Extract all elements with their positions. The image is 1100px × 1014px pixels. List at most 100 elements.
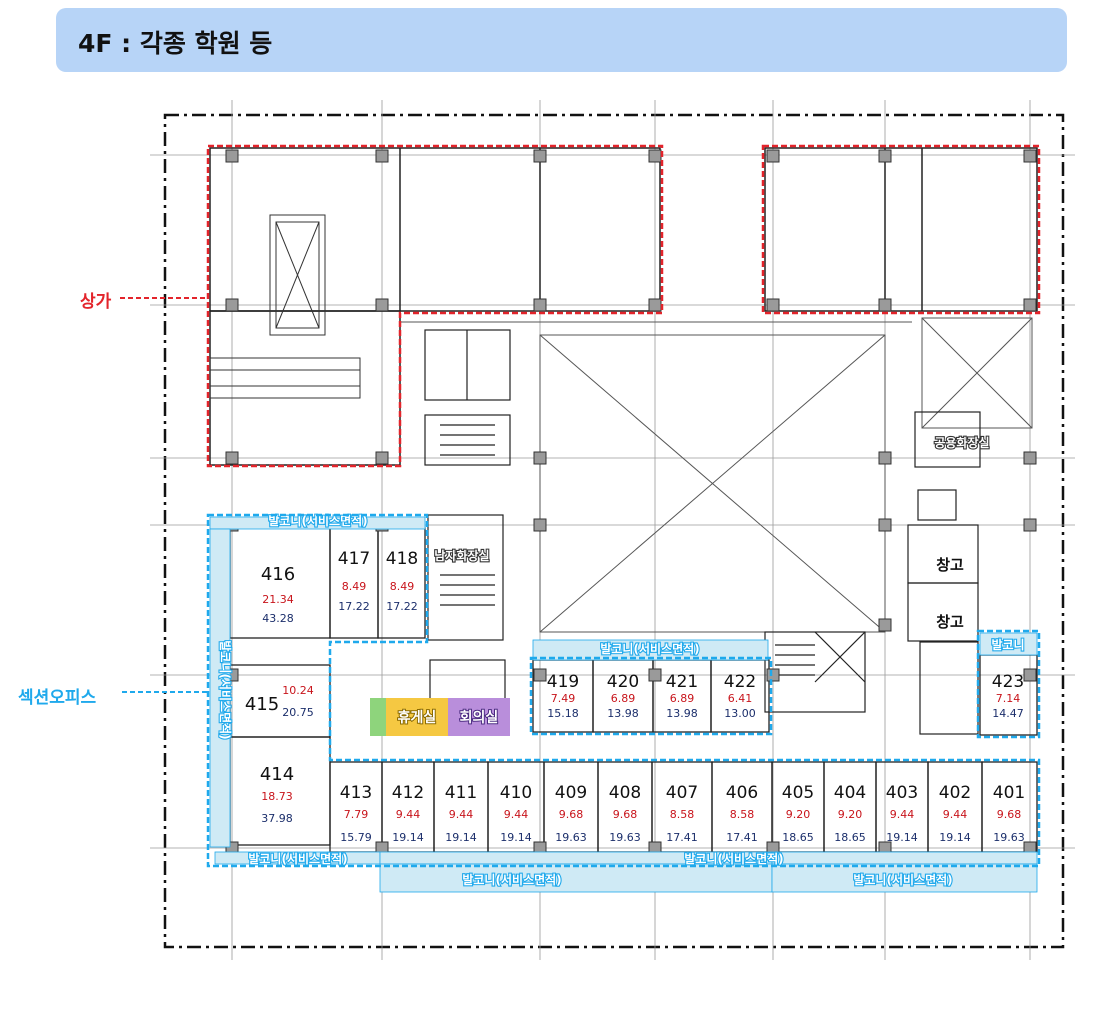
page-title: 4F : 각종 학원 등 <box>78 29 273 58</box>
room-418-number: 418 <box>386 549 418 569</box>
balcony-bands <box>209 516 1038 893</box>
room-422-number: 422 <box>724 672 756 692</box>
room-410-number: 410 <box>500 783 532 803</box>
room-413-supply-area: 15.79 <box>340 831 372 844</box>
shop-walls <box>209 147 1038 466</box>
room-420-number: 420 <box>607 672 639 692</box>
building-boundary <box>163 113 1065 949</box>
storage-room-1: 창고 <box>936 556 964 574</box>
room-421-exclusive-area: 6.89 <box>670 692 695 705</box>
room-414-exclusive-area: 18.73 <box>261 790 293 803</box>
room-411-exclusive-area: 9.44 <box>449 808 474 821</box>
room-406-supply-area: 17.41 <box>726 831 758 844</box>
room-404-number: 404 <box>834 783 866 803</box>
lounge-room <box>386 698 448 736</box>
room-420-exclusive-area: 6.89 <box>611 692 636 705</box>
room-415-number: 415 <box>245 694 279 715</box>
room-410-supply-area: 19.14 <box>500 831 532 844</box>
structural-columns <box>225 149 1037 855</box>
balcony-label-right: 발코니 <box>991 637 1024 652</box>
balcony-label-bottom-mid: 발코니(서비스면적) <box>462 872 561 887</box>
room-419-supply-area: 15.18 <box>547 707 579 720</box>
room-407-number: 407 <box>666 783 698 803</box>
room-421-number: 421 <box>666 672 698 692</box>
room-420-supply-area: 13.98 <box>607 707 639 720</box>
room-418-exclusive-area: 8.49 <box>390 580 415 593</box>
room-410-exclusive-area: 9.44 <box>504 808 529 821</box>
room-416-number: 416 <box>261 564 295 585</box>
legend-shop-label: 상가 <box>80 292 112 312</box>
room-403-exclusive-area: 9.44 <box>890 808 915 821</box>
storage-room-2: 창고 <box>936 613 964 631</box>
room-419-exclusive-area: 7.49 <box>551 692 576 705</box>
atrium <box>400 317 1033 633</box>
room-423-number: 423 <box>992 672 1024 692</box>
room-418-supply-area: 17.22 <box>386 600 418 613</box>
room-414-supply-area: 37.98 <box>261 812 293 825</box>
balcony-label-center: 발코니(서비스면적) <box>600 641 699 656</box>
room-401-number: 401 <box>993 783 1025 803</box>
room-402-supply-area: 19.14 <box>939 831 971 844</box>
room-411-number: 411 <box>445 783 477 803</box>
mens-restroom-label: 남자화장실 <box>434 548 489 563</box>
room-423-exclusive-area: 7.14 <box>996 692 1021 705</box>
room-408-supply-area: 19.63 <box>609 831 641 844</box>
room-415-supply-area: 20.75 <box>282 706 314 719</box>
room-423-supply-area: 14.47 <box>992 707 1024 720</box>
room-409-supply-area: 19.63 <box>555 831 587 844</box>
room-412-exclusive-area: 9.44 <box>396 808 421 821</box>
core-walls <box>424 329 981 735</box>
room-413-exclusive-area: 7.79 <box>344 808 369 821</box>
room-422-supply-area: 13.00 <box>724 707 756 720</box>
room-408-number: 408 <box>609 783 641 803</box>
balcony-label-bottom-right: 발코니(서비스면적) <box>853 872 952 887</box>
page-header: 4F : 각종 학원 등 <box>56 8 1067 72</box>
room-labels: 416 21.34 43.28 417 8.49 17.22 418 8.49 17.22 415… <box>245 549 1025 844</box>
room-401-exclusive-area: 9.68 <box>997 808 1022 821</box>
meeting-room <box>448 698 510 736</box>
room-404-exclusive-area: 9.20 <box>838 808 863 821</box>
room-416-supply-area: 43.28 <box>262 612 294 625</box>
office-zone-outline <box>206 513 1041 868</box>
shop-zone-outline <box>206 144 1041 468</box>
common-restroom-label: 공용화장실 <box>934 435 989 450</box>
legend-office-label: 섹션오피스 <box>18 688 97 708</box>
room-406-exclusive-area: 8.58 <box>730 808 755 821</box>
room-417-exclusive-area: 8.49 <box>342 580 367 593</box>
room-415-exclusive-area: 10.24 <box>282 684 314 697</box>
room-407-exclusive-area: 8.58 <box>670 808 695 821</box>
escalator <box>209 214 361 399</box>
room-413-number: 413 <box>340 783 372 803</box>
room-404-supply-area: 18.65 <box>834 831 866 844</box>
room-417-number: 417 <box>338 549 370 569</box>
room-402-exclusive-area: 9.44 <box>943 808 968 821</box>
room-405-number: 405 <box>782 783 814 803</box>
room-416-exclusive-area: 21.34 <box>262 593 294 606</box>
room-405-supply-area: 18.65 <box>782 831 814 844</box>
room-409-number: 409 <box>555 783 587 803</box>
room-405-exclusive-area: 9.20 <box>786 808 811 821</box>
meeting-label: 회의실 <box>460 709 499 726</box>
room-402-number: 402 <box>939 783 971 803</box>
room-406-number: 406 <box>726 783 758 803</box>
room-407-supply-area: 17.41 <box>666 831 698 844</box>
room-412-supply-area: 19.14 <box>392 831 424 844</box>
room-422-exclusive-area: 6.41 <box>728 692 753 705</box>
balcony-label-bottom-center: 발코니(서비스면적) <box>684 851 783 866</box>
lounge-label: 휴게실 <box>398 710 437 726</box>
room-411-supply-area: 19.14 <box>445 831 477 844</box>
room-419-number: 419 <box>547 672 579 692</box>
room-412-number: 412 <box>392 783 424 803</box>
room-401-supply-area: 19.63 <box>993 831 1025 844</box>
balcony-label-bottom-left: 발코니(서비스면적) <box>248 851 347 866</box>
room-403-supply-area: 19.14 <box>886 831 918 844</box>
room-409-exclusive-area: 9.68 <box>559 808 584 821</box>
room-408-exclusive-area: 9.68 <box>613 808 638 821</box>
balcony-label-vertical: 발코니(서비스면적) <box>218 640 233 739</box>
room-421-supply-area: 13.98 <box>666 707 698 720</box>
room-414-number: 414 <box>260 764 294 785</box>
room-417-supply-area: 17.22 <box>338 600 370 613</box>
room-403-number: 403 <box>886 783 918 803</box>
green-room <box>370 698 386 736</box>
